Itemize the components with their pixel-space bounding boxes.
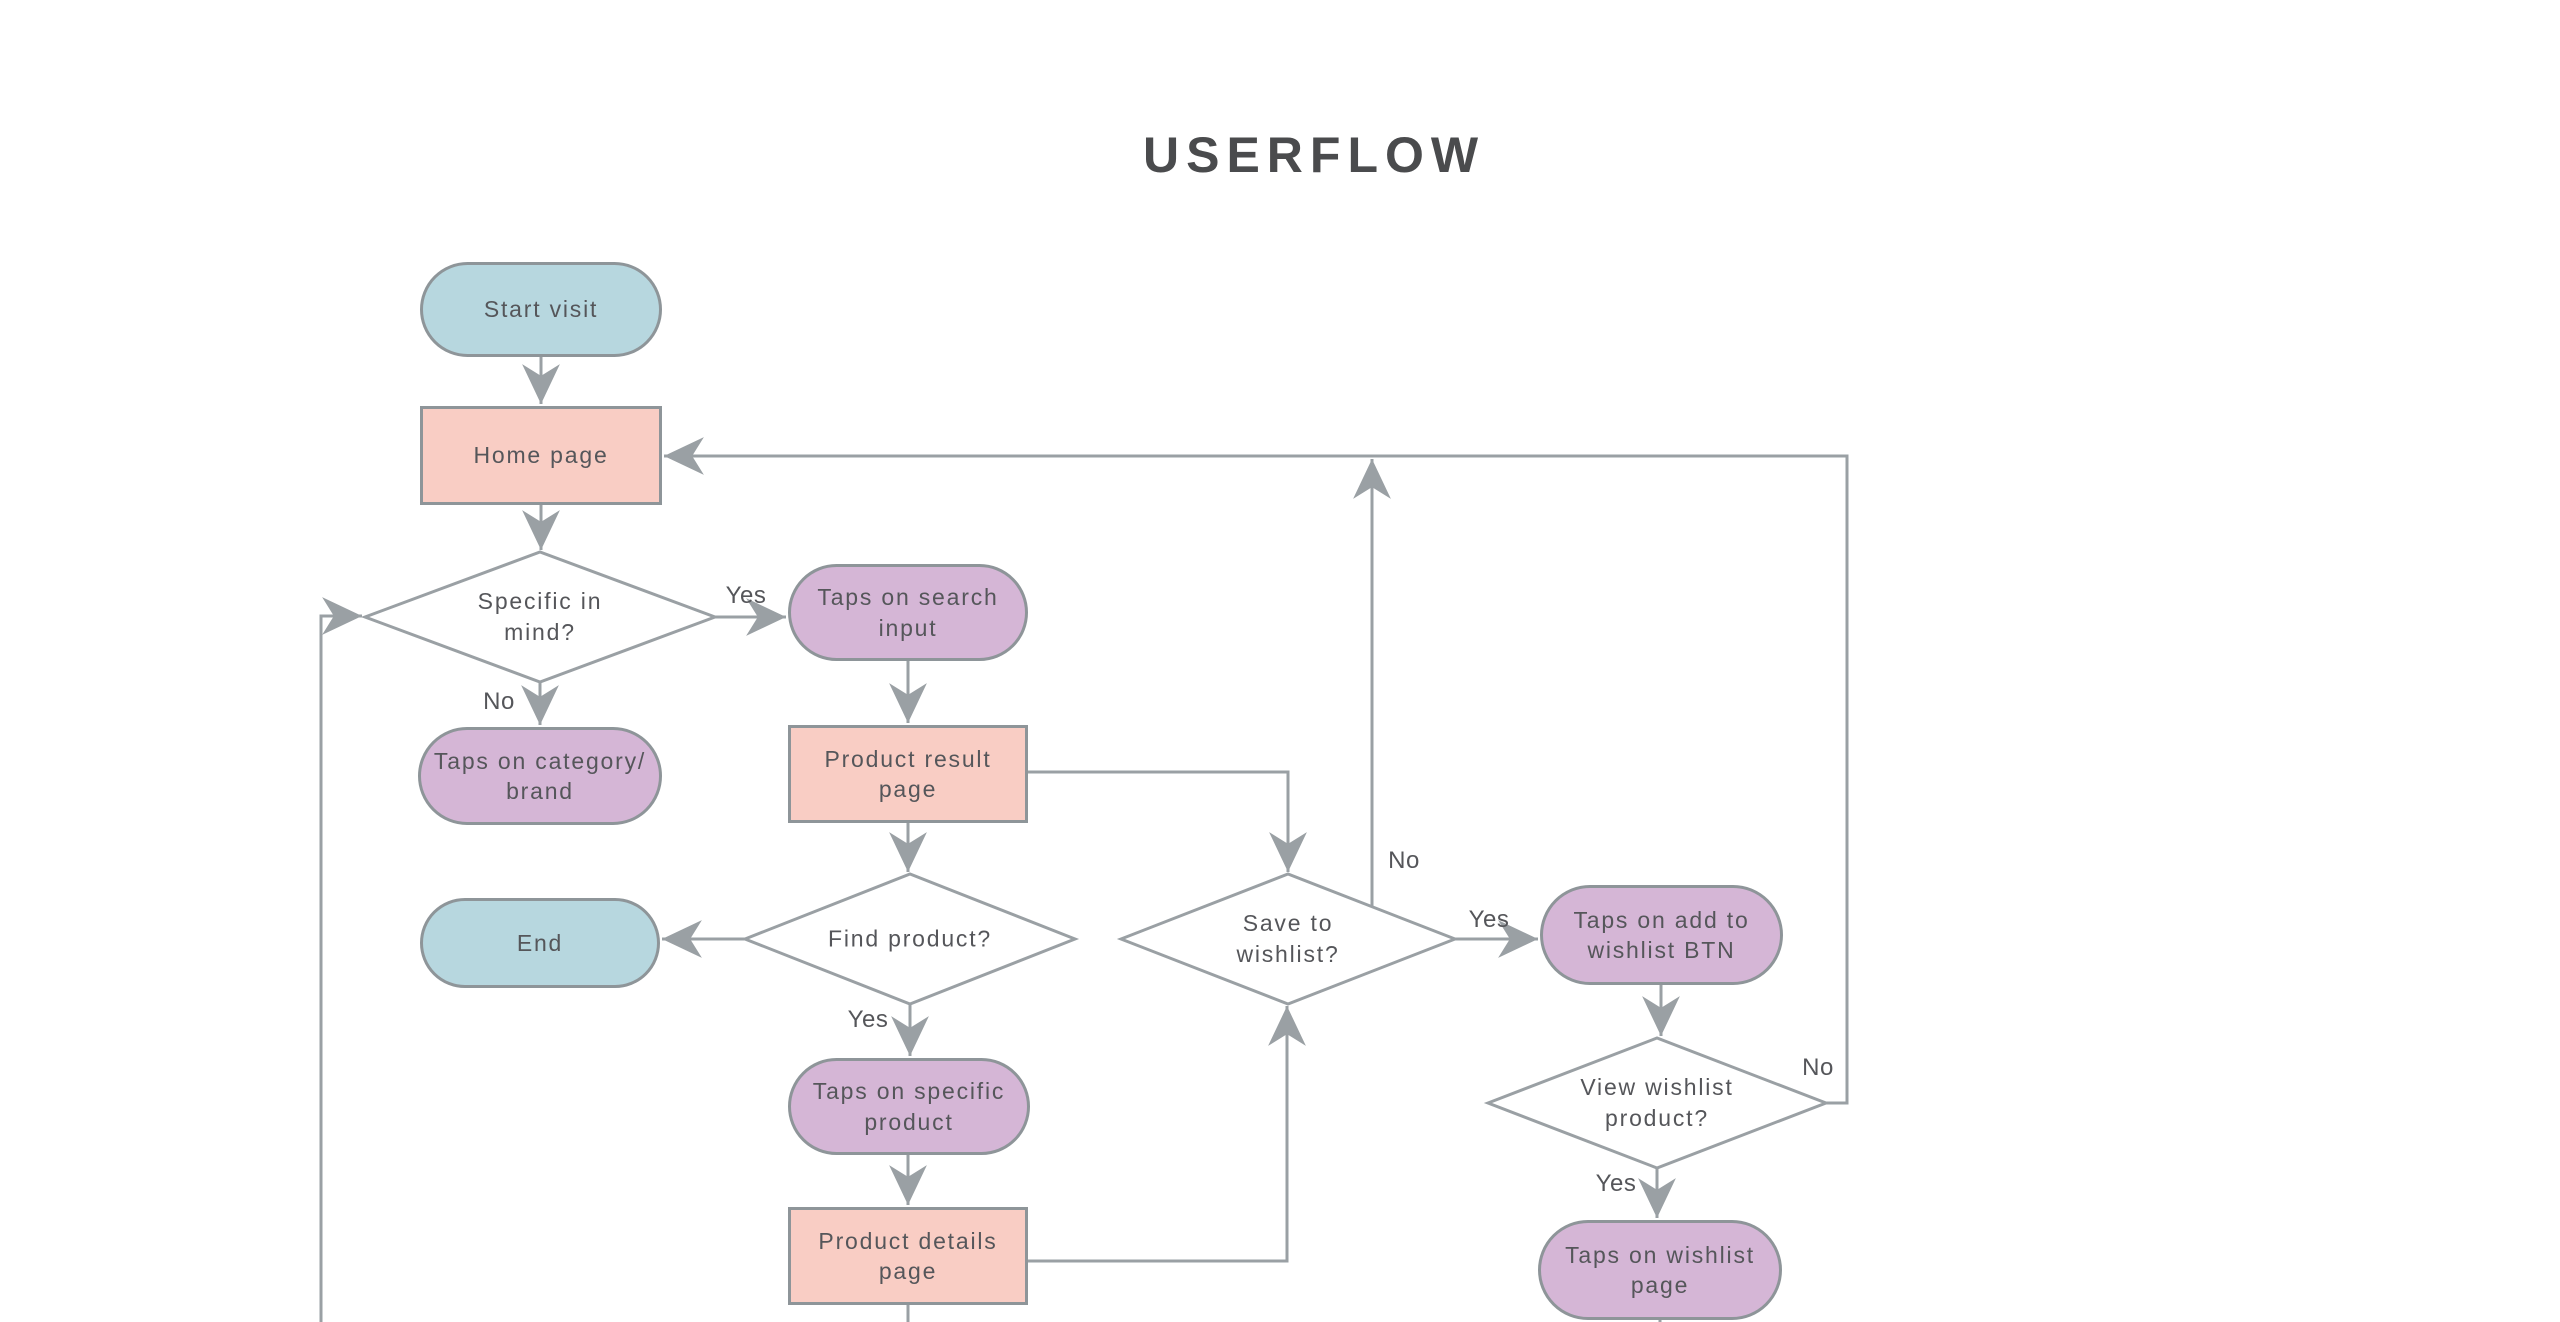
edge-label-save-yes: Yes: [1468, 906, 1510, 933]
decision-find-product: [740, 872, 1080, 1006]
decision-save-to-wishlist-label: Save to wishlist?: [1236, 909, 1340, 967]
connector-left-return-to-specific: [319, 597, 362, 1322]
node-taps-specific-product: Taps on specific product: [788, 1058, 1030, 1155]
edge-label-view-no: No: [1802, 1054, 1834, 1081]
connector-view-no-return-to-home: [664, 437, 1849, 1105]
node-start-visit: Start visit: [420, 262, 662, 357]
edge-label-find-yes: Yes: [847, 1006, 889, 1033]
page-title: USERFLOW: [1143, 127, 1486, 183]
decision-specific-in-mind-label: Specific in mind?: [477, 587, 603, 645]
edge-label-specific-no: No: [483, 688, 515, 715]
node-product-details-page: Product details page: [788, 1207, 1028, 1305]
decision-view-wishlist-product: [1483, 1036, 1831, 1170]
decision-specific-in-mind: [360, 550, 720, 684]
node-taps-add-wishlist-btn: Taps on add to wishlist BTN: [1540, 885, 1783, 985]
connector-details-to-save: [1028, 1006, 1306, 1263]
node-taps-category-brand-label: Taps on category/ brand: [433, 747, 647, 804]
edge-label-save-no: No: [1388, 847, 1420, 874]
connector-result-to-save: [1028, 770, 1307, 872]
node-home-page: Home page: [420, 406, 662, 505]
node-taps-add-wishlist-btn-label: Taps on add to wishlist BTN: [1573, 906, 1750, 963]
node-taps-wishlist-page: Taps on wishlist page: [1538, 1220, 1782, 1320]
node-taps-specific-product-label: Taps on specific product: [812, 1078, 1006, 1135]
node-taps-search-input: Taps on search input: [788, 564, 1028, 661]
decision-save-to-wishlist: [1116, 872, 1460, 1006]
edge-label-view-yes: Yes: [1595, 1170, 1637, 1197]
decision-view-wishlist-product-label: View wishlist product?: [1580, 1073, 1734, 1131]
node-taps-wishlist-page-label: Taps on wishlist page: [1565, 1241, 1755, 1298]
node-home-page-label: Home page: [473, 442, 609, 469]
decision-find-product-label: Find product?: [827, 925, 993, 952]
edge-label-specific-yes: Yes: [725, 582, 767, 609]
node-start-visit-label: Start visit: [483, 296, 599, 323]
node-taps-search-input-label: Taps on search input: [817, 584, 999, 641]
node-end-label: End: [516, 929, 564, 956]
node-end: End: [420, 898, 660, 988]
node-product-result-page-label: Product result page: [824, 745, 992, 802]
node-taps-category-brand: Taps on category/ brand: [418, 727, 662, 825]
node-product-details-page-label: Product details page: [818, 1227, 998, 1284]
node-product-result-page: Product result page: [788, 725, 1028, 823]
